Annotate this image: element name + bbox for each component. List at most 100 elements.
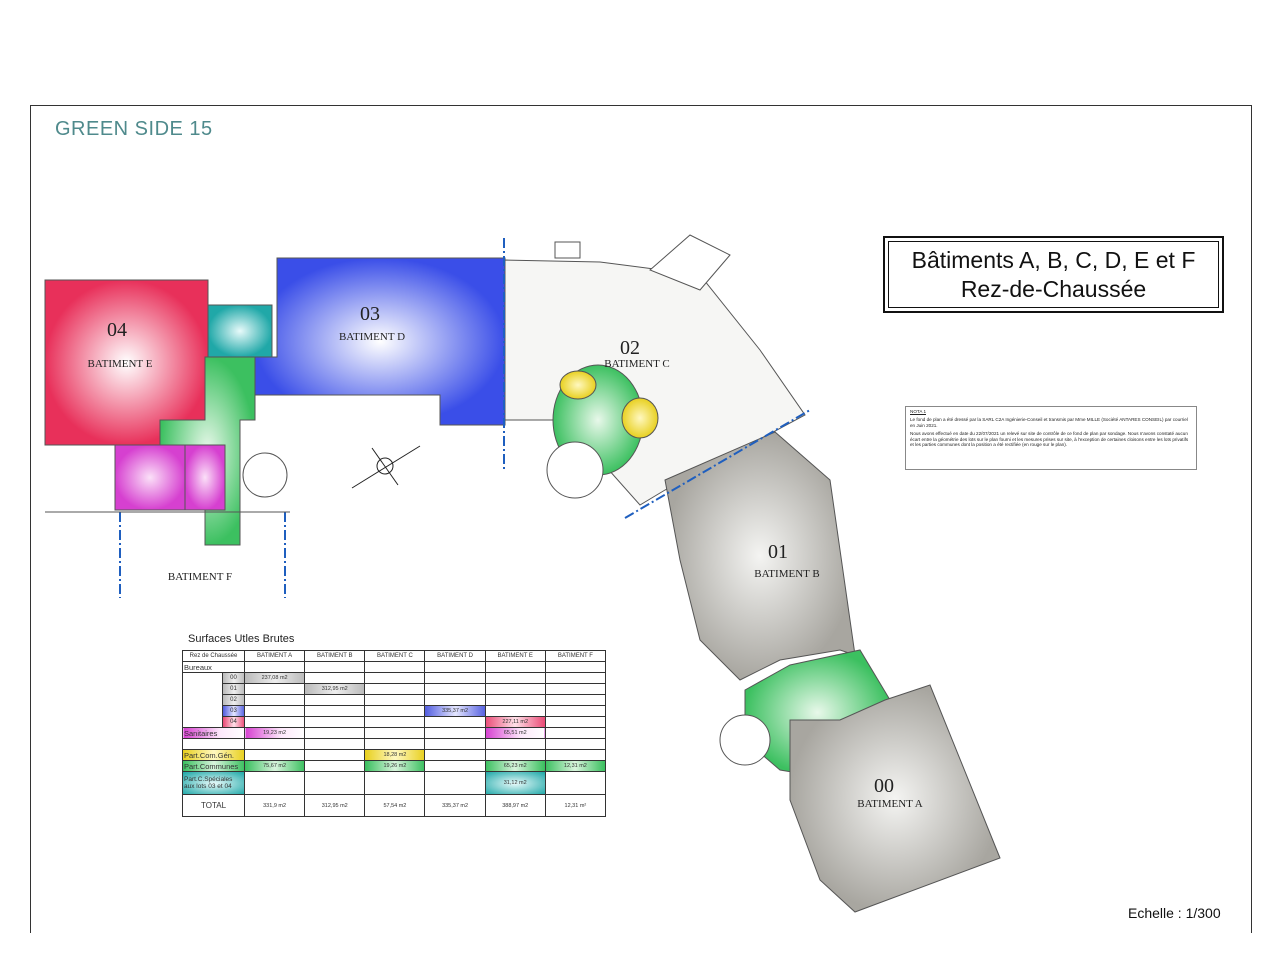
table-cell <box>544 705 607 717</box>
zone-lot-00 <box>789 684 1001 913</box>
table-cell <box>544 727 607 739</box>
table-cell <box>424 749 486 761</box>
table-cell <box>364 661 426 673</box>
ramp-a <box>554 241 581 259</box>
table-cell: 312,95 m2 <box>304 794 366 817</box>
table-cell <box>544 672 607 684</box>
sheet-title-box: Bâtiments A, B, C, D, E et F Rez-de-Chau… <box>883 236 1224 313</box>
table-cell <box>544 749 607 761</box>
table-title: Surfaces Utles Brutes <box>188 633 295 645</box>
table-cell: 237,08 m2 <box>244 672 306 684</box>
row-label <box>182 672 223 728</box>
drawing-frame <box>30 105 1252 933</box>
column-header: BATIMENT F <box>544 650 607 662</box>
table-cell: 331,9 m2 <box>244 794 306 817</box>
row-label: Part.Communes <box>181 760 246 772</box>
stair-a <box>719 714 771 766</box>
table-cell <box>364 683 426 695</box>
table-cell <box>364 771 426 795</box>
table-cell: 227,11 m2 <box>484 716 546 728</box>
table-row-bureaux: Bureaux <box>181 661 607 673</box>
table-cell <box>364 716 426 728</box>
table-cell <box>304 727 366 739</box>
table-cell <box>484 749 546 761</box>
zone-parties-speciales <box>207 304 273 358</box>
column-header: BATIMENT D <box>424 650 486 662</box>
table-cell <box>304 738 366 750</box>
table-cell <box>544 683 607 695</box>
table-cell: 65,51 m2 <box>484 727 546 739</box>
row-label: Part.C.Spéciales aux lots 03 et 04 <box>181 771 246 795</box>
row-label: Bureaux <box>181 661 246 673</box>
table-cell <box>484 694 546 706</box>
table-cell <box>364 727 426 739</box>
lot-number: 04 <box>221 716 246 728</box>
label-lot-01: 01 <box>768 541 788 563</box>
label-lot-04: 04 <box>107 319 127 341</box>
table-cell <box>424 727 486 739</box>
table-row <box>181 738 607 750</box>
table-cell <box>424 771 486 795</box>
sheet-title: Bâtiments A, B, C, D, E et F <box>911 247 1196 273</box>
table-cell <box>484 738 546 750</box>
label-lot-03: 03 <box>360 303 380 325</box>
lot-number: 00 <box>221 672 246 684</box>
zone-sanitaires-e <box>114 444 186 511</box>
zone-com-gen-c1 <box>559 370 597 400</box>
zone-sanitaires-e2 <box>184 444 226 511</box>
table-cell: 31,12 m2 <box>484 771 546 795</box>
table-cell: 12,31 m² <box>544 794 607 817</box>
table-cell <box>424 760 486 772</box>
scale-label: Echelle : 1/300 <box>1128 905 1221 921</box>
compass-icon <box>351 445 421 489</box>
table-cell <box>424 694 486 706</box>
sheet-subtitle: Rez-de-Chaussée <box>960 276 1147 302</box>
table-cell <box>244 771 306 795</box>
lot-number: 02 <box>221 694 246 706</box>
table-cell <box>364 738 426 750</box>
table-cell <box>304 771 366 795</box>
table-cell <box>304 760 366 772</box>
table-cell <box>544 738 607 750</box>
stair-e <box>242 452 288 498</box>
row-label: Sanitaires <box>181 727 246 739</box>
table-row-lot: 03 335,37 m2 <box>183 705 607 717</box>
table-row-lot: 02 <box>183 694 607 706</box>
table-cell <box>304 694 366 706</box>
table-cell <box>484 672 546 684</box>
table-cell <box>364 694 426 706</box>
table-cell <box>244 705 306 717</box>
project-title: GREEN SIDE 15 <box>55 118 213 140</box>
table-cell: 19,23 m2 <box>244 727 306 739</box>
table-cell: 335,37 m2 <box>424 705 486 717</box>
label-batiment-d: BATIMENT D <box>339 331 405 343</box>
table-cell: 19,26 m2 <box>364 760 426 772</box>
label-batiment-b: BATIMENT B <box>754 568 820 580</box>
table-cell <box>544 661 607 673</box>
table-cell <box>424 738 486 750</box>
table-cell: 388,97 m2 <box>484 794 546 817</box>
lot-number: 03 <box>221 705 246 717</box>
table-cell <box>364 672 426 684</box>
table-row: Part.Com.Gén.18,28 m2 <box>181 749 607 761</box>
table-cell <box>304 749 366 761</box>
table-cell <box>424 683 486 695</box>
lot-number: 01 <box>221 683 246 695</box>
nota-box: NOTA 1 Le fond de plan a été dressé par … <box>905 406 1197 470</box>
column-header: BATIMENT A <box>244 650 306 662</box>
table-row-lot: 01 312,95 m2 <box>183 683 607 695</box>
column-header: BATIMENT E <box>484 650 546 662</box>
stair-c <box>546 441 604 499</box>
column-header: Rez de Chaussée <box>181 650 246 662</box>
ramp-c <box>649 234 731 291</box>
table-cell <box>304 716 366 728</box>
table-row: Part.C.Spéciales aux lots 03 et 04 31,12 … <box>181 771 607 795</box>
zone-lot-04 <box>44 279 209 446</box>
label-batiment-f: BATIMENT F <box>168 571 232 583</box>
table-cell: 312,95 m2 <box>304 683 366 695</box>
zone-com-gen-c2 <box>621 397 659 439</box>
